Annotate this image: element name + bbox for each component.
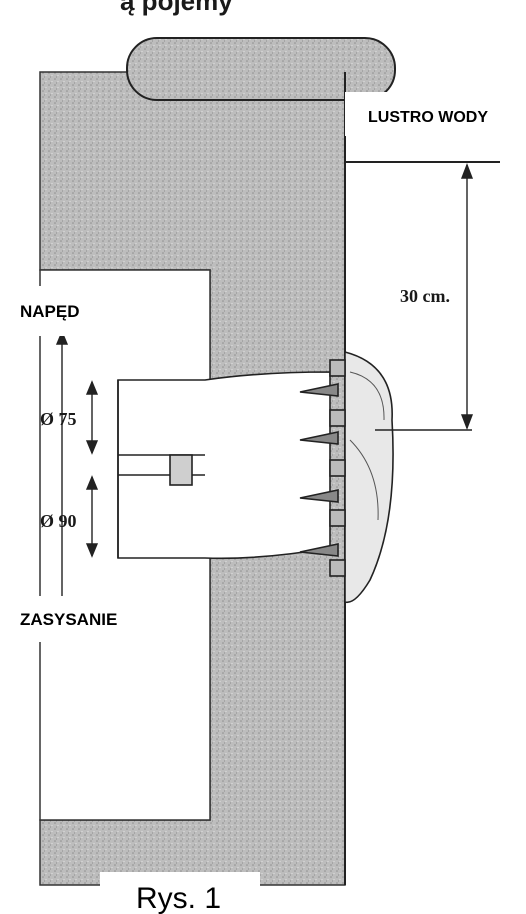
skimmer-body xyxy=(299,350,394,604)
dimension-d90 xyxy=(85,475,99,558)
figure-caption: Rys. 1 xyxy=(136,882,221,914)
drive-label-bg xyxy=(18,286,158,336)
drive-label: NAPĘD xyxy=(20,302,80,321)
dimension-d75 xyxy=(55,330,99,600)
coping-stone xyxy=(126,37,396,101)
pipes xyxy=(117,371,331,560)
distance-label-bg xyxy=(400,278,464,310)
header-fragment: ą pojemy xyxy=(120,0,233,16)
suction-label: ZASYSANIE xyxy=(20,610,117,629)
distance-label: 30 cm. xyxy=(400,286,450,306)
water-level-label-bg xyxy=(345,92,526,136)
suction-label-bg xyxy=(18,596,200,642)
caption-bg xyxy=(100,872,260,914)
dimension-30cm xyxy=(375,163,474,431)
diameter-75-label: Ø 75 xyxy=(40,409,77,429)
diameter-90-label: Ø 90 xyxy=(40,511,77,531)
water-level-label: LUSTRO WODY xyxy=(368,109,488,126)
